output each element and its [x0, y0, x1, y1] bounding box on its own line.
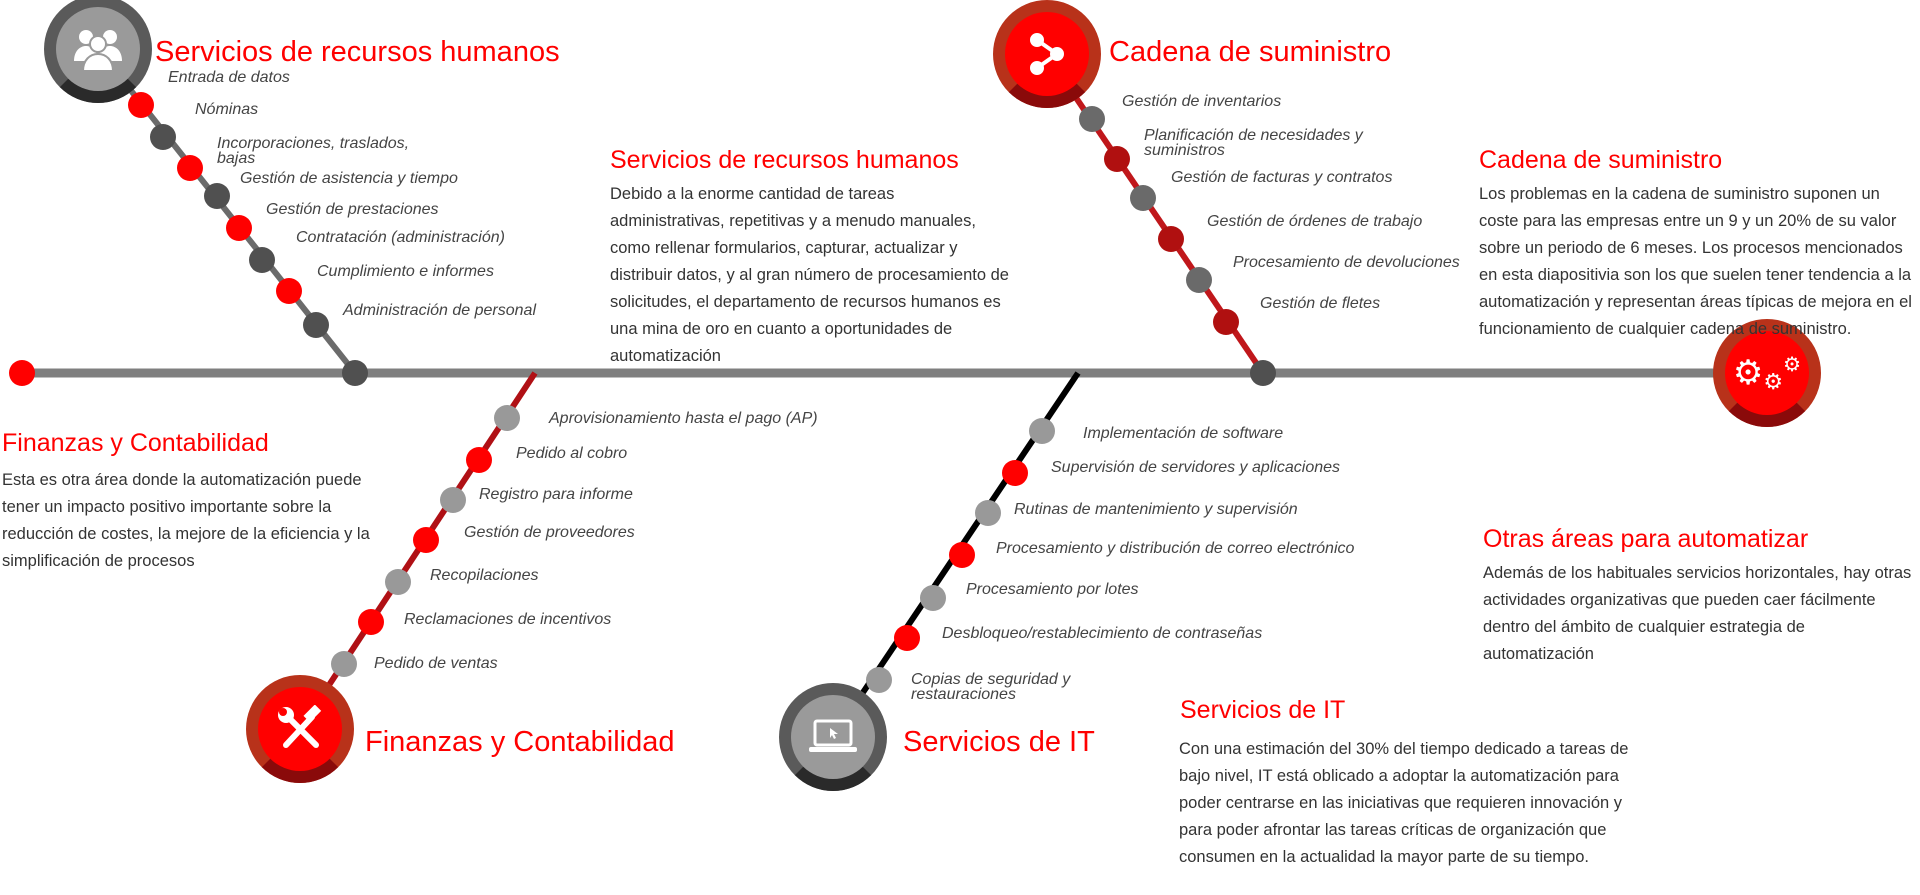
- it-item-label: Procesamiento por lotes: [966, 581, 1139, 598]
- supply-item-label: Gestión de facturas y contratos: [1171, 169, 1393, 186]
- finance-item-node: [466, 447, 492, 473]
- supply-item-node: [1158, 226, 1184, 252]
- timeline-start-node: [9, 360, 35, 386]
- finance-item-label: Pedido al cobro: [516, 445, 628, 462]
- supply-item-label: Procesamiento de devoluciones: [1233, 254, 1460, 271]
- it-item-label: Procesamiento y distribución de correo e…: [996, 540, 1355, 557]
- hr-item-label: Incorporaciones, traslados, bajas: [217, 135, 410, 167]
- finance-item-label: Reclamaciones de incentivos: [404, 611, 612, 628]
- supply-item-label: Gestión de inventarios: [1122, 93, 1282, 110]
- other-desc-title: Otras áreas para automatizar: [1483, 525, 1809, 553]
- it-item-node: [894, 625, 920, 651]
- supply-item-node: [1079, 106, 1105, 132]
- finance-title: Finanzas y Contabilidad: [365, 726, 675, 758]
- it-item-label: Copias de seguridad y restauraciones: [911, 671, 1071, 703]
- hr-title: Servicios de recursos humanos: [155, 36, 560, 68]
- finance-item-label: Gestión de proveedores: [464, 524, 635, 541]
- it-item-label: Supervisión de servidores y aplicaciones: [1051, 459, 1341, 476]
- supply-chain-icon: [993, 0, 1101, 108]
- supply-item-label: Gestión de órdenes de trabajo: [1207, 213, 1423, 230]
- finance-item-node: [440, 487, 466, 513]
- it-item-node: [949, 542, 975, 568]
- it-item-node: [1002, 460, 1028, 486]
- hr-item-node: [150, 124, 176, 150]
- finance-item-node: [494, 405, 520, 431]
- hr-item-label: Cumplimiento e informes: [317, 263, 494, 280]
- hr-item-node: [204, 183, 230, 209]
- finance-item-node: [358, 609, 384, 635]
- hr-item-node: [226, 215, 252, 241]
- hr-junction-node: [342, 360, 368, 386]
- hr-desc-title: Servicios de recursos humanos: [610, 146, 959, 174]
- hr-item-label: Nóminas: [195, 101, 259, 118]
- finance-desc: Esta es otra área donde la automatizació…: [2, 471, 370, 570]
- it-desc: Con una estimación del 30% del tiempo de…: [1179, 740, 1629, 866]
- supply-item-node: [1104, 146, 1130, 172]
- it-item-node: [975, 500, 1001, 526]
- hr-desc: Debido a la enorme cantidad de tareas ad…: [610, 185, 1009, 365]
- hr-item-label: Gestión de asistencia y tiempo: [240, 170, 458, 187]
- supply-item-label: Gestión de fletes: [1260, 295, 1381, 312]
- supply-item-label: Planificación de necesidades y suministr…: [1144, 127, 1363, 159]
- it-item-label: Rutinas de mantenimiento y supervisión: [1014, 501, 1298, 518]
- it-item-label: Implementación de software: [1083, 425, 1284, 442]
- finance-desc-title: Finanzas y Contabilidad: [2, 429, 269, 457]
- hr-item-node: [276, 278, 302, 304]
- hr-item-node: [249, 247, 275, 273]
- hr-item-node: [303, 312, 329, 338]
- it-title: Servicios de IT: [903, 726, 1095, 758]
- supply-item-node: [1213, 309, 1239, 335]
- supply-title: Cadena de suministro: [1109, 36, 1392, 68]
- finance-item-node: [331, 651, 357, 677]
- other-desc: Además de los habituales servicios horiz…: [1483, 564, 1912, 663]
- finance-item-label: Registro para informe: [479, 486, 633, 503]
- supply-desc: Los problemas en la cadena de suministro…: [1479, 185, 1912, 338]
- supply-item-node: [1130, 185, 1156, 211]
- it-item-node: [920, 585, 946, 611]
- it-laptop-icon: [779, 683, 887, 791]
- it-item-node: [866, 667, 892, 693]
- finance-item-label: Pedido de ventas: [374, 655, 498, 672]
- supply-item-node: [1186, 267, 1212, 293]
- it-item-node: [1029, 418, 1055, 444]
- it-desc-title: Servicios de IT: [1180, 696, 1346, 724]
- finance-item-label: Aprovisionamiento hasta el pago (AP): [549, 410, 818, 427]
- hr-item-label: Administración de personal: [343, 302, 536, 319]
- hr-icon: [44, 0, 152, 103]
- supply-desc-title: Cadena de suministro: [1479, 146, 1723, 174]
- finance-tools-icon: [246, 675, 354, 783]
- hr-item-label: Contratación (administración): [296, 229, 505, 246]
- hr-item-node: [177, 155, 203, 181]
- hr-item-label: Entrada de datos: [168, 69, 290, 86]
- it-item-label: Desbloqueo/restablecimiento de contraseñ…: [942, 625, 1263, 642]
- finance-item-node: [413, 527, 439, 553]
- supply-junction-node: [1250, 360, 1276, 386]
- hr-item-label: Gestión de prestaciones: [266, 201, 439, 218]
- finance-item-label: Recopilaciones: [430, 567, 539, 584]
- finance-item-node: [385, 569, 411, 595]
- gears-icon: ⚙⚙⚙: [1713, 319, 1821, 427]
